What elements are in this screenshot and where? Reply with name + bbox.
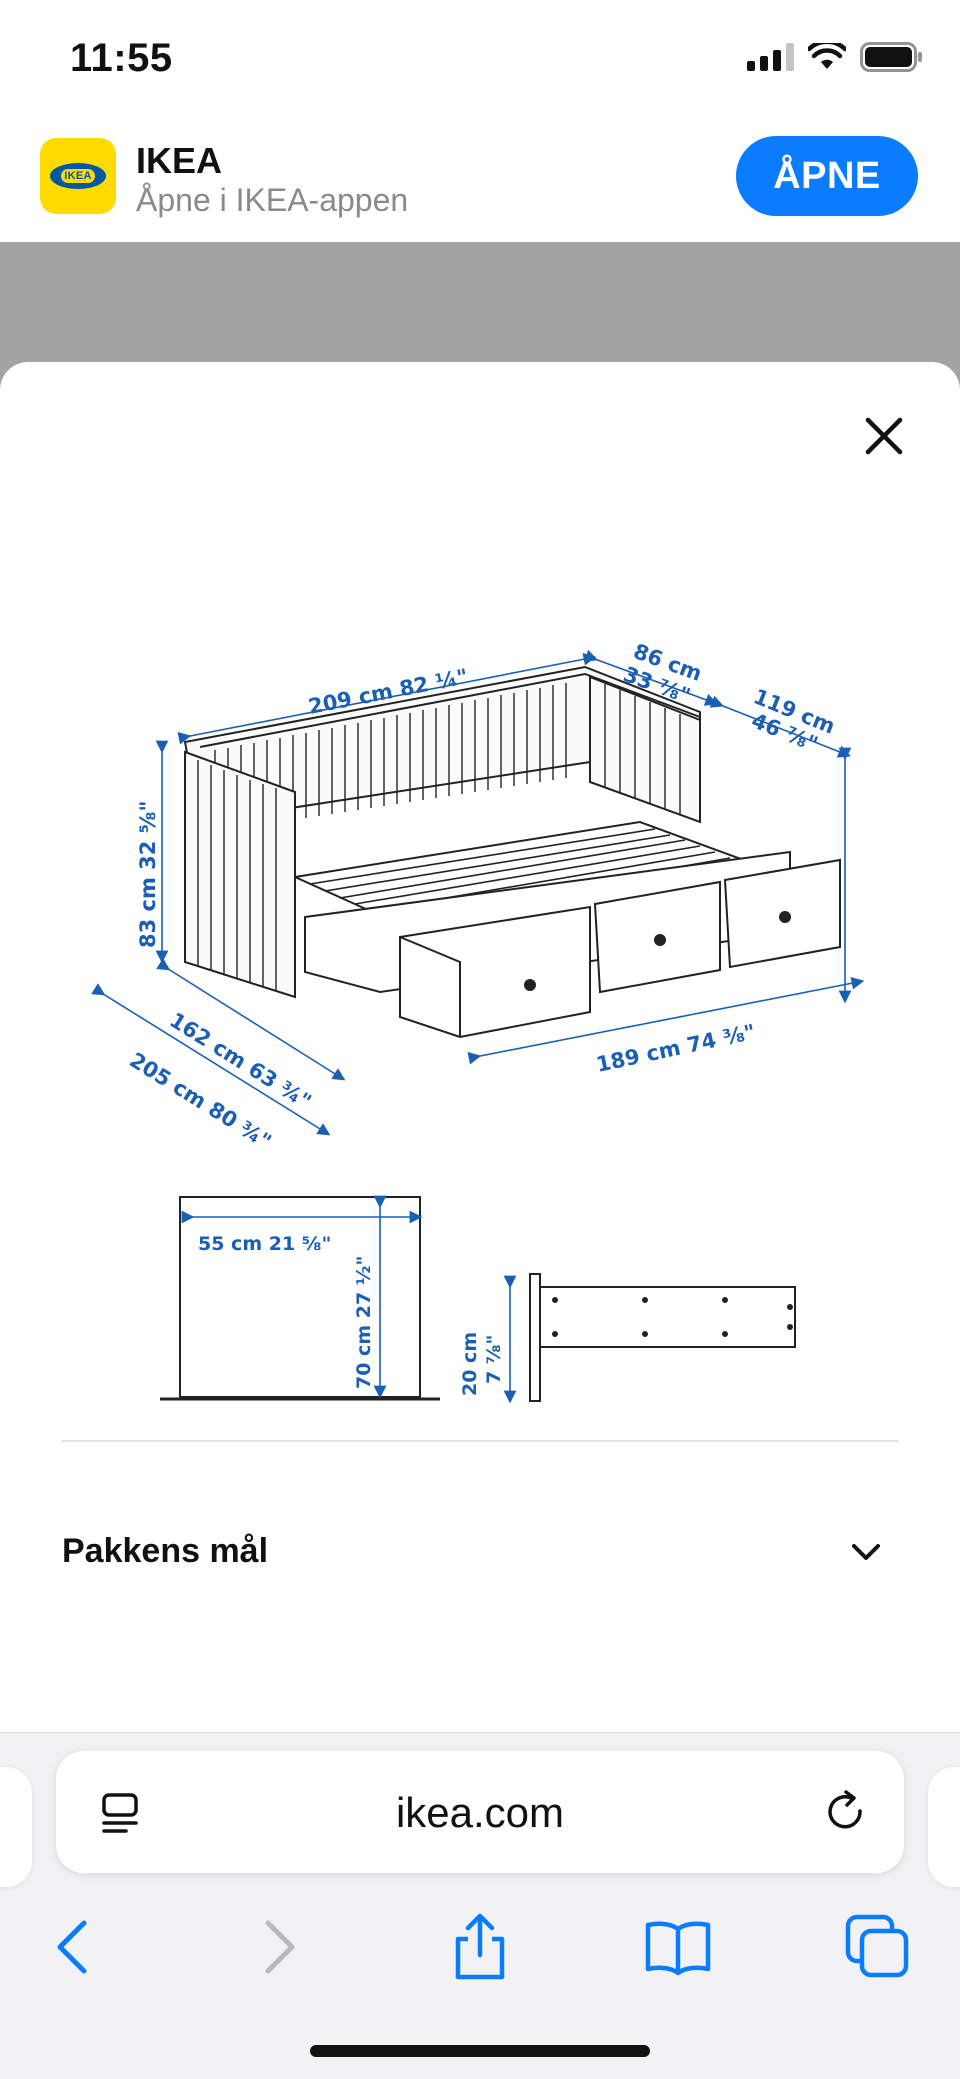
clock: 11:55	[70, 36, 173, 80]
dim-drawer-height-cm: 20 cm	[459, 1332, 481, 1396]
back-icon[interactable]	[38, 1911, 110, 1983]
wifi-icon	[808, 43, 846, 69]
dim-height: 83 cm 32 ⅝"	[136, 801, 160, 948]
forward-icon[interactable]	[242, 1911, 314, 1983]
app-banner: IKEA IKEA Åpne i IKEA-appen ÅPNE	[0, 118, 960, 242]
dim-inner-width: 55 cm 21 ⅝"	[198, 1233, 331, 1255]
daybed-dimension-diagram: 209 cm 82 ¼" 86 cm 33 ⅞" 119 cm 46 ⅞" 83…	[91, 639, 865, 1404]
page-menu-icon[interactable]	[96, 1789, 144, 1837]
previous-tab-peek[interactable]	[0, 1767, 32, 1887]
app-subtitle: Åpne i IKEA-appen	[136, 182, 409, 218]
ikea-logo: IKEA	[50, 163, 106, 189]
bookmarks-icon[interactable]	[642, 1911, 714, 1983]
dim-inner-height: 70 cm 27 ½"	[353, 1256, 375, 1389]
battery-icon	[860, 42, 922, 72]
next-tab-peek[interactable]	[928, 1767, 960, 1887]
address-bar[interactable]: ikea.com	[56, 1751, 904, 1873]
browser-toolbar	[0, 1911, 960, 2001]
status-bar: 11:55	[0, 0, 960, 118]
package-dimensions-title[interactable]: Pakkens mål	[62, 1532, 269, 1570]
url-text[interactable]: ikea.com	[395, 1789, 565, 1836]
home-indicator	[310, 2045, 650, 2057]
open-app-button[interactable]: ÅPNE	[736, 136, 918, 216]
ikea-app-icon[interactable]: IKEA	[40, 138, 116, 214]
close-icon[interactable]	[862, 414, 906, 458]
chevron-down-icon[interactable]	[848, 1538, 884, 1566]
browser-bottom-bar: ikea.com	[0, 1732, 960, 2079]
tabs-icon[interactable]	[842, 1911, 914, 1983]
cellular-signal-icon	[747, 43, 794, 71]
app-name: IKEA	[136, 140, 223, 181]
reload-icon[interactable]	[820, 1787, 870, 1837]
share-icon[interactable]	[444, 1911, 516, 1983]
product-dimensions-sheet: 209 cm 82 ¼" 86 cm 33 ⅞" 119 cm 46 ⅞" 83…	[0, 362, 960, 1732]
dim-drawer-height-in: 7 ⅞"	[483, 1335, 505, 1384]
divider	[62, 1440, 898, 1442]
